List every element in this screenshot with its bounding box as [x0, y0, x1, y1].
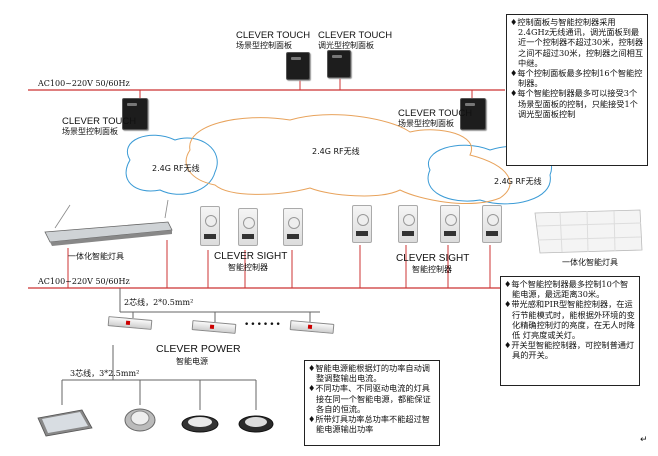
smart-controller: [482, 205, 502, 243]
smart-controller: [238, 208, 258, 246]
note-line: ♦每个控制面板最多控制16个智能控制器。: [510, 68, 643, 89]
wire-3-label: 3芯线，3*2.5mm²: [70, 369, 140, 378]
scene-panel-top: [286, 52, 310, 80]
ac-label-bottom: AC100~220V 50/60Hz: [38, 277, 130, 286]
panel-right-brand: CLEVER TOUCH: [398, 108, 473, 119]
power-name: 智能电源: [176, 357, 208, 366]
fixture-cable: [54, 204, 71, 229]
note-mid-right: ♦每个智能控制器最多控制10个智能电源，最远距离30米。 ♦带光感和PIR型智能…: [500, 276, 640, 386]
smart-controller: [398, 205, 418, 243]
ac-label-top: AC100~220V 50/60Hz: [38, 79, 130, 88]
dimmer-panel-top: [327, 50, 351, 78]
panel-left-name: 场景型控制面板: [62, 127, 118, 136]
panel-dimmer-brand: CLEVER TOUCH: [318, 30, 393, 41]
note-top-right: ♦控制面板与智能控制器采用2.4GHz无线通讯，调光面板到最近一个控制器不超过3…: [506, 14, 648, 166]
note-line: ♦控制面板与智能控制器采用2.4GHz无线通讯，调光面板到最近一个控制器不超过3…: [510, 17, 644, 68]
note-line: ♦不同功率、不同驱动电流的灯具接在同一个智能电源，都能保证各自的恒流。: [308, 383, 431, 414]
note-line: ♦每个智能控制器最多控制10个智能电源，最远距离30米。: [504, 279, 629, 300]
sight-left-name: 智能控制器: [228, 263, 268, 272]
note-line: ♦智能电源能根据灯的功率自动调整调整输出电流。: [308, 363, 430, 384]
sight-right-brand: CLEVER SIGHT: [396, 253, 470, 264]
rf-zone-right: [427, 144, 553, 205]
note-line: ♦开关型智能控制器，可控制普通灯具的开关。: [504, 340, 635, 361]
note-line: ♦所带灯具功率总功率不能超过智能电源输出功率: [308, 414, 430, 435]
downlight-lamp-2: [181, 415, 219, 433]
panel-scene-brand: CLEVER TOUCH: [236, 30, 311, 41]
panel-fixture: [534, 209, 643, 254]
panel-dimmer-name: 调光型控制面板: [318, 41, 374, 50]
wire-2-label: 2芯线，2*0.5mm²: [124, 298, 194, 307]
power-brand: CLEVER POWER: [156, 343, 241, 355]
note-line: ♦每个智能控制器最多可以接受3个场景型面板的控制，只能接受1个调光型面板控制: [510, 88, 638, 119]
scene-panel-right: [460, 98, 486, 130]
smart-controller: [283, 208, 303, 246]
fixture-left-label: 一体化智能灯具: [68, 252, 124, 261]
rf-label-right: 2.4G RF无线: [494, 177, 542, 186]
fixture-right-label: 一体化智能灯具: [562, 258, 618, 267]
scene-panel-left: [122, 98, 148, 130]
panel-right-name: 场景型控制面板: [398, 119, 454, 128]
linear-fixture-shadow: [50, 230, 172, 246]
ellipsis-dots: ••••••: [244, 320, 282, 330]
smart-controller: [352, 205, 372, 243]
note-bottom-center: ♦智能电源能根据灯的功率自动调整调整输出电流。 ♦不同功率、不同驱动电流的灯具接…: [304, 360, 440, 446]
note-line: ♦带光感和PIR型智能控制器，在运行节能模式时，能根据外环境的变化精确控制灯的亮…: [504, 299, 635, 341]
sight-right-name: 智能控制器: [412, 265, 452, 274]
rf-zone-left: [125, 134, 218, 195]
downlight-lamp-1: [124, 408, 156, 432]
sight-left-brand: CLEVER SIGHT: [214, 251, 288, 262]
led-panel-lamp: [37, 409, 93, 437]
smart-controller: [200, 206, 220, 246]
downlight-lamp-3: [238, 415, 274, 433]
rf-zone-center: [185, 114, 511, 204]
rf-label-left: 2.4G RF无线: [152, 164, 200, 173]
fixture-cable: [164, 199, 169, 219]
return-mark: ↵: [640, 435, 648, 445]
panel-scene-name: 场景型控制面板: [236, 41, 292, 50]
panel-left-brand: CLEVER TOUCH: [62, 116, 137, 127]
smart-controller: [440, 205, 460, 243]
rf-label-center: 2.4G RF无线: [312, 147, 360, 156]
